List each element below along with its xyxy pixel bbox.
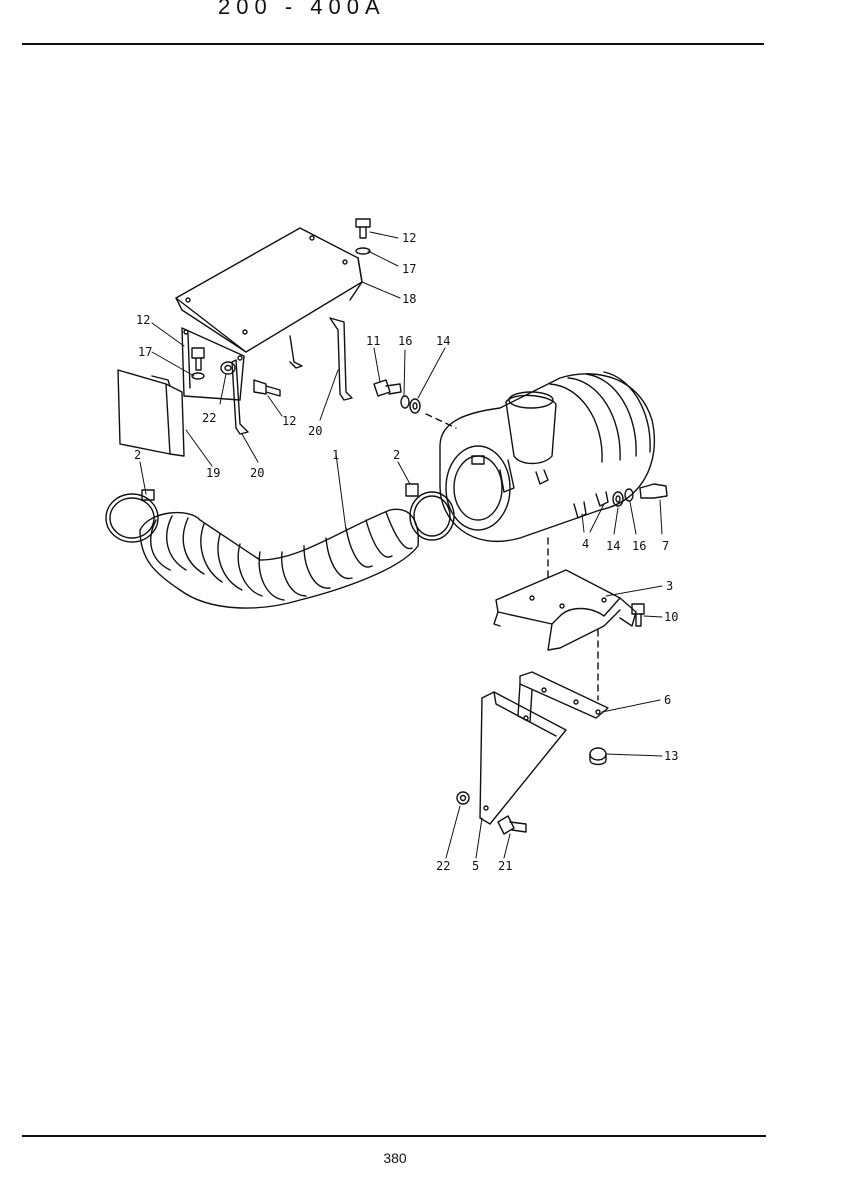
top-cover-part-18 [175, 227, 363, 353]
callout-14-upper: 14 [436, 334, 450, 348]
hose-clamp-part-2-right [405, 483, 455, 541]
callout-21: 21 [498, 859, 512, 873]
bolt-part-10 [631, 603, 645, 627]
callout-1: 1 [332, 448, 339, 462]
callout-11: 11 [366, 334, 380, 348]
callout-12-left: 12 [136, 313, 150, 327]
washer-part-16-lower [624, 488, 634, 502]
callout-17-top: 17 [402, 262, 416, 276]
nut-part-22-lower [456, 791, 470, 805]
bracket-part-20-left [231, 359, 249, 435]
callout-6: 6 [664, 693, 671, 707]
hose-part-1 [139, 508, 419, 609]
support-part-6 [517, 671, 609, 723]
callout-12-mid: 12 [282, 414, 296, 428]
callout-2-left: 2 [134, 448, 141, 462]
callout-22-upper: 22 [202, 411, 216, 425]
callout-14-lower: 14 [606, 539, 620, 553]
callout-17-left: 17 [138, 345, 152, 359]
callout-22-lower: 22 [436, 859, 450, 873]
callout-16-upper: 16 [398, 334, 412, 348]
top-rule [22, 43, 764, 45]
callout-10: 10 [664, 610, 678, 624]
callout-12-top: 12 [402, 231, 416, 245]
page-number: 380 [383, 1150, 407, 1166]
bottom-rule [22, 1135, 766, 1137]
callout-3: 3 [666, 579, 673, 593]
alignment-lines [425, 413, 599, 701]
callout-2-right: 2 [393, 448, 400, 462]
callout-7: 7 [662, 539, 669, 553]
washer-part-14-lower [612, 491, 624, 507]
bracket-part-20-right [289, 317, 353, 401]
side-frame [181, 327, 245, 401]
callout-16-lower: 16 [632, 539, 646, 553]
callout-13: 13 [664, 749, 678, 763]
washer-part-16-upper [400, 395, 410, 409]
washer-part-14-upper [409, 398, 421, 414]
leader-lines [139, 231, 663, 859]
washer-part-17-left [191, 372, 205, 380]
nut-part-13 [589, 747, 607, 766]
brace-part-5 [479, 691, 567, 825]
air-cleaner-body [439, 371, 656, 543]
bolt-part-7 [639, 483, 668, 499]
nut-part-22-upper [220, 361, 236, 375]
header-fragment: 200 - 400A [218, 0, 386, 19]
callout-20-left: 20 [250, 466, 264, 480]
bolt-part-12-top [355, 218, 371, 239]
callout-4: 4 [582, 537, 589, 551]
bolt-part-12-mid [253, 379, 281, 397]
callout-18: 18 [402, 292, 416, 306]
bolt-part-21 [497, 815, 527, 835]
bracket-part-3 [493, 569, 637, 651]
hose-clamp-part-2-left [105, 489, 159, 543]
washer-part-17-top [355, 247, 371, 255]
callout-20-right: 20 [308, 424, 322, 438]
callout-19: 19 [206, 466, 220, 480]
bolt-part-12-left [191, 347, 205, 371]
side-cover-part-19 [117, 369, 185, 457]
bolt-part-11 [373, 379, 402, 397]
callout-5: 5 [472, 859, 479, 873]
